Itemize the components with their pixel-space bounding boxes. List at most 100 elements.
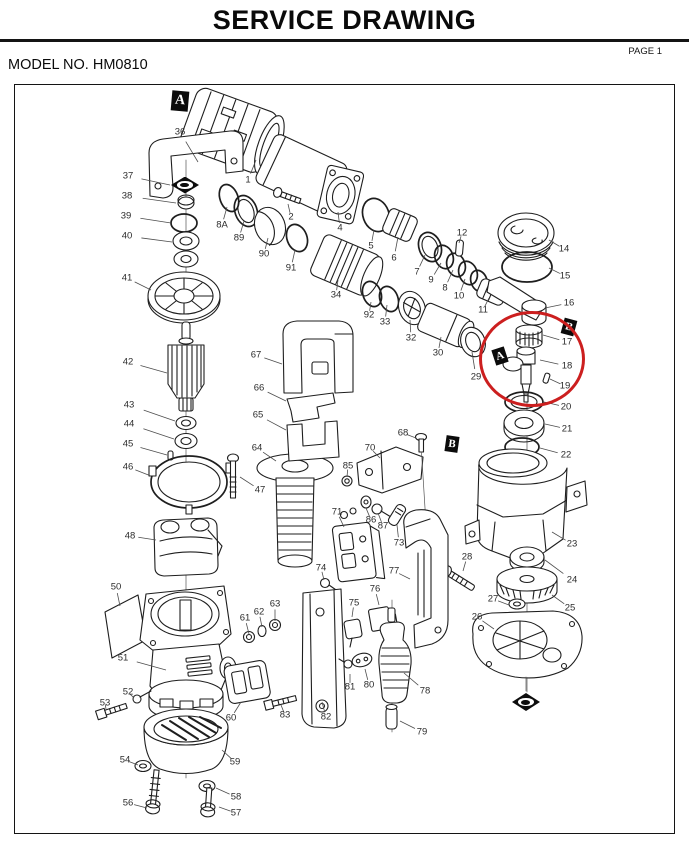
part-label-81: 81: [344, 681, 356, 693]
part-label-56: 56: [122, 797, 134, 809]
part-label-65: 65: [252, 409, 264, 421]
part-label-78: 78: [419, 685, 431, 697]
connecting-rod: [486, 276, 547, 326]
part-label-32: 32: [405, 332, 417, 344]
crank-shaft-18: [502, 346, 536, 403]
piston-ring-set: [253, 206, 287, 246]
bushing-32: [397, 290, 427, 326]
armature-42: [167, 321, 205, 412]
part-label-91: 91: [285, 262, 297, 274]
part-label-61: 61: [239, 612, 251, 624]
leader-lines: [104, 141, 566, 812]
connector-60: [223, 660, 271, 704]
switch-71: [331, 521, 386, 583]
part-label-40: 40: [121, 230, 133, 242]
part-label-54: 54: [119, 754, 131, 766]
bearing-21: [503, 409, 545, 443]
handle-half-82: [301, 588, 347, 729]
part-label-20: 20: [560, 401, 572, 413]
part-label-5: 5: [368, 240, 374, 252]
part-label-19: 19: [559, 380, 571, 392]
bolt-57: [200, 787, 216, 818]
part-label-87: 87: [377, 520, 389, 532]
part-label-62: 62: [253, 606, 265, 618]
handle-half-77: [403, 509, 449, 649]
part-label-51: 51: [117, 652, 129, 664]
part-label-57: 57: [230, 807, 242, 819]
part-label-36: 36: [174, 126, 186, 138]
part-label-11: 11: [478, 304, 488, 316]
section-marker-a: A: [170, 90, 190, 112]
part-label-47: 47: [254, 484, 266, 496]
fan-41: [147, 271, 221, 324]
pin-73: [387, 503, 407, 527]
part-label-63: 63: [269, 598, 281, 610]
bolt-53: [94, 702, 128, 721]
part-label-86: 86: [365, 514, 377, 526]
part-label-44: 44: [123, 418, 135, 430]
part-label-68: 68: [397, 427, 409, 439]
part-label-21: 21: [561, 423, 573, 435]
title-rule: [0, 39, 689, 42]
part-label-14: 14: [558, 243, 570, 255]
bolt-56: [144, 769, 161, 815]
part-label-4: 4: [337, 222, 343, 234]
part-label-12: 12: [456, 227, 468, 239]
part-label-42: 42: [122, 356, 134, 368]
part-label-7: 7: [414, 266, 420, 278]
part-label-66: 66: [253, 382, 265, 394]
part-label-1: 1: [245, 174, 251, 186]
flange: [316, 164, 365, 225]
grip-holder-67: [282, 320, 354, 394]
screw-2: [273, 186, 302, 204]
part-label-43: 43: [123, 399, 135, 411]
boot-78: [378, 607, 412, 704]
cylinder-34: [310, 234, 384, 297]
part-label-8: 8: [442, 282, 448, 294]
part-label-9: 9: [428, 274, 434, 286]
part-label-92: 92: [363, 309, 375, 321]
part-label-34: 34: [330, 289, 342, 301]
part-label-45: 45: [122, 438, 134, 450]
section-marker-b: B: [444, 435, 460, 453]
plate-80: [351, 652, 373, 668]
part-label-16: 16: [563, 297, 575, 309]
part-label-33: 33: [379, 316, 391, 328]
crank-cap-14: [497, 212, 555, 261]
part-label-46: 46: [122, 461, 134, 473]
part-label-53: 53: [99, 697, 111, 709]
part-label-52: 52: [122, 686, 134, 698]
part-label-22: 22: [560, 449, 572, 461]
part-label-71: 71: [331, 506, 343, 518]
part-label-15: 15: [559, 270, 571, 282]
part-label-17: 17: [561, 336, 573, 348]
insulation-diamond: [171, 176, 199, 194]
part-label-70: 70: [364, 442, 376, 454]
part-label-58: 58: [230, 791, 242, 803]
part-label-90: 90: [258, 248, 270, 260]
part-label-28: 28: [461, 551, 473, 563]
part-label-39: 39: [120, 210, 132, 222]
part-label-75: 75: [348, 597, 360, 609]
part-label-59: 59: [229, 756, 241, 768]
part-label-67: 67: [250, 349, 262, 361]
part-label-10: 10: [453, 290, 465, 302]
part-label-76: 76: [369, 583, 381, 595]
page-number: PAGE 1: [628, 46, 662, 57]
part-label-82: 82: [320, 711, 332, 723]
part-label-38: 38: [121, 190, 133, 202]
gear-25: [496, 566, 558, 604]
bolt-83: [263, 695, 298, 711]
part-label-23: 23: [566, 538, 578, 550]
page-title: SERVICE DRAWING: [212, 5, 477, 35]
bracket-70: [356, 446, 424, 494]
part-label-2: 2: [288, 211, 294, 223]
clamp-36: [148, 130, 244, 199]
part-label-77: 77: [388, 565, 400, 577]
part-label-26: 26: [471, 611, 483, 623]
motor-housing-51: [139, 585, 237, 721]
part-label-8A: 8A: [216, 219, 228, 231]
stator-48: [153, 517, 223, 577]
cap-bowl-59: [143, 708, 229, 775]
